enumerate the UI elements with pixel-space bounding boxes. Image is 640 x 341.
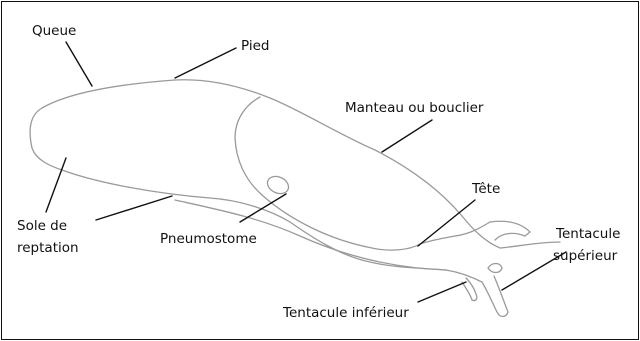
lower-tentacle	[482, 276, 508, 317]
mantle-outline	[235, 97, 420, 250]
upper-tentacle	[490, 221, 530, 240]
leader-queue	[66, 42, 92, 86]
leader-tete	[418, 200, 475, 246]
label-tentacule-sup-line1: Tentacule	[556, 226, 620, 242]
label-tentacule-sup-line2: supérieur	[553, 248, 617, 264]
pneumostome-opening	[265, 173, 292, 197]
lower-tentacle-small	[462, 278, 477, 301]
head-outline	[420, 222, 490, 282]
leader-tentacule-inf	[418, 282, 466, 302]
label-sole-line1: Sole de	[17, 218, 67, 234]
label-sole-line2: reptation	[17, 240, 79, 256]
label-pneumostome: Pneumostome	[160, 231, 257, 247]
label-tete: Tête	[472, 181, 500, 197]
leader-sole-a	[46, 158, 66, 212]
label-manteau: Manteau ou bouclier	[345, 100, 483, 116]
leader-pied	[175, 48, 236, 78]
label-tentacule-inf: Tentacule inférieur	[283, 305, 409, 321]
label-queue: Queue	[32, 23, 76, 39]
tentacle-knob	[488, 264, 502, 273]
leader-manteau	[382, 120, 432, 152]
label-pied: Pied	[241, 38, 269, 54]
leader-sole-b	[96, 196, 172, 220]
